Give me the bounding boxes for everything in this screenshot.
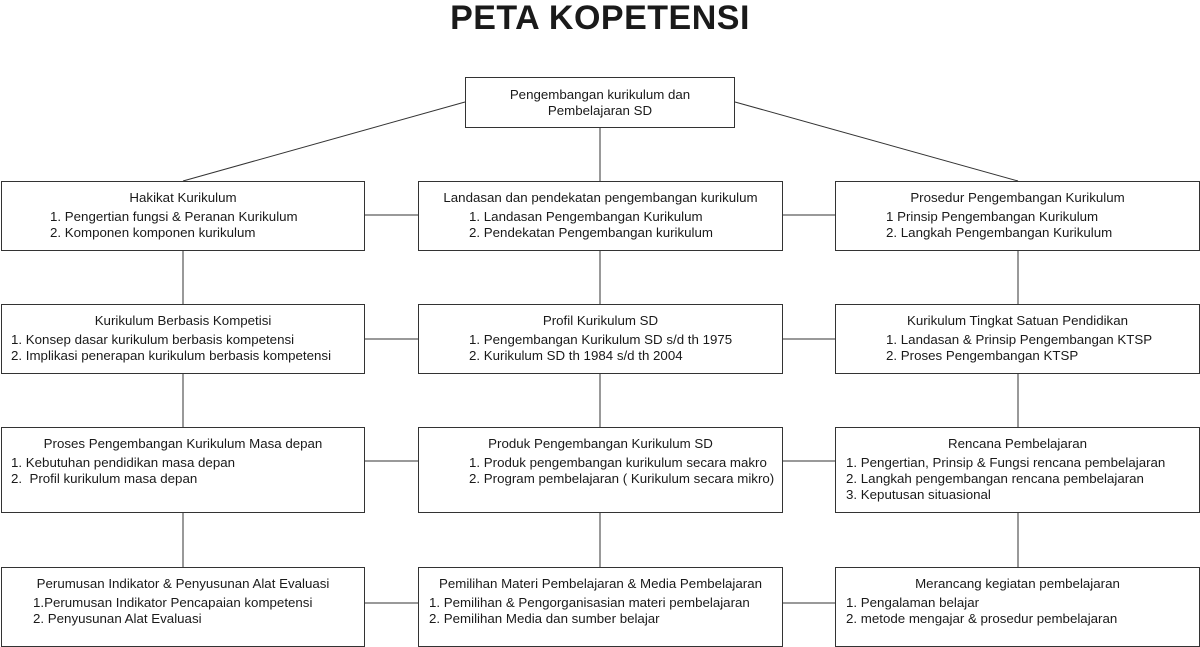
- node-heading: Perumusan Indikator & Penyusunan Alat Ev…: [36, 576, 330, 591]
- node-item: 2. Implikasi penerapan kurikulum berbasi…: [11, 348, 332, 363]
- node-rencana-pembelajaran: Rencana Pembelajaran 1. Pengertian, Prin…: [835, 427, 1200, 513]
- page-title: PETA KOPETENSI: [450, 0, 750, 37]
- node-item-list: 1. Pengertian fungsi & Peranan Kurikulum…: [2, 209, 364, 241]
- node-item: 2. Program pembelajaran ( Kurikulum seca…: [469, 471, 775, 486]
- node-item: 1. Produk pengembangan kurikulum secara …: [469, 455, 767, 470]
- node-item: 1. Landasan Pengembangan Kurikulum: [469, 209, 703, 224]
- node-landasan-pendekatan: Landasan dan pendekatan pengembangan kur…: [418, 181, 783, 251]
- node-item: 2. metode mengajar & prosedur pembelajar…: [846, 611, 1118, 626]
- node-item: 2. Penyusunan Alat Evaluasi: [33, 611, 202, 626]
- node-item: 2. Pendekatan Pengembangan kurikulum: [469, 225, 713, 240]
- node-heading: Prosedur Pengembangan Kurikulum: [910, 190, 1125, 205]
- node-item-list: 1. Pengalaman belajar 2. metode mengajar…: [836, 595, 1199, 627]
- connector-lines: [182, 101, 1019, 604]
- root-label-line1: Pengembangan kurikulum dan: [509, 87, 691, 102]
- node-item-list: 1. Kebutuhan pendidikan masa depan 2. Pr…: [2, 455, 364, 487]
- node-item: 2. Profil kurikulum masa depan: [11, 471, 198, 486]
- node-item: 1. Pengembangan Kurikulum SD s/d th 1975: [469, 332, 733, 347]
- node-heading: Rencana Pembelajaran: [948, 436, 1087, 451]
- node-item: 1. Kebutuhan pendidikan masa depan: [11, 455, 236, 470]
- node-heading: Kurikulum Tingkat Satuan Pendidikan: [906, 313, 1128, 328]
- node-heading: Pemilihan Materi Pembelajaran & Media Pe…: [439, 576, 762, 591]
- node-item: 1. Pengertian fungsi & Peranan Kurikulum: [50, 209, 298, 224]
- node-heading: Profil Kurikulum SD: [542, 313, 659, 328]
- node-item: 3. Keputusan situasional: [846, 487, 991, 502]
- node-heading: Kurikulum Berbasis Kompetisi: [94, 313, 272, 328]
- node-item: 1. Pemilihan & Pengorganisasian materi p…: [429, 595, 750, 610]
- node-pemilihan-materi: Pemilihan Materi Pembelajaran & Media Pe…: [418, 567, 783, 647]
- node-item-list: 1. Landasan Pengembangan Kurikulum 2. Pe…: [419, 209, 782, 241]
- root-node: Pengembangan kurikulum dan Pembelajaran …: [465, 77, 735, 128]
- node-proses-masa-depan: Proses Pengembangan Kurikulum Masa depan…: [1, 427, 365, 513]
- node-item: 2. Langkah Pengembangan Kurikulum: [886, 225, 1113, 240]
- node-item: 2. Proses Pengembangan KTSP: [886, 348, 1079, 363]
- node-item: 2. Komponen komponen kurikulum: [50, 225, 256, 240]
- node-item-list: 1. Landasan & Prinsip Pengembangan KTSP …: [836, 332, 1199, 364]
- node-item-list: 1. Produk pengembangan kurikulum secara …: [419, 455, 782, 487]
- node-item: 2. Kurikulum SD th 1984 s/d th 2004: [469, 348, 683, 363]
- node-item: 1. Pengalaman belajar: [846, 595, 980, 610]
- node-item: 2. Langkah pengembangan rencana pembelaj…: [846, 471, 1144, 486]
- node-ktsp: Kurikulum Tingkat Satuan Pendidikan 1. L…: [835, 304, 1200, 374]
- node-produk-pengembangan: Produk Pengembangan Kurikulum SD 1. Prod…: [418, 427, 783, 513]
- node-item-list: 1. Pengembangan Kurikulum SD s/d th 1975…: [419, 332, 782, 364]
- node-merancang-kegiatan: Merancang kegiatan pembelajaran 1. Penga…: [835, 567, 1200, 647]
- node-item-list: 1.Perumusan Indikator Pencapaian kompete…: [2, 595, 364, 627]
- node-hakikat-kurikulum: Hakikat Kurikulum 1. Pengertian fungsi &…: [1, 181, 365, 251]
- node-item-list: 1 Prinsip Pengembangan Kurikulum 2. Lang…: [836, 209, 1199, 241]
- node-heading: Proses Pengembangan Kurikulum Masa depan: [43, 436, 323, 451]
- node-prosedur-pengembangan: Prosedur Pengembangan Kurikulum 1 Prinsi…: [835, 181, 1200, 251]
- node-item: 1. Pengertian, Prinsip & Fungsi rencana …: [846, 455, 1166, 470]
- node-profil-kurikulum: Profil Kurikulum SD 1. Pengembangan Kuri…: [418, 304, 783, 374]
- node-heading: Landasan dan pendekatan pengembangan kur…: [443, 190, 758, 205]
- node-item: 2. Pemilihan Media dan sumber belajar: [429, 611, 660, 626]
- node-item-list: 1. Pemilihan & Pengorganisasian materi p…: [419, 595, 782, 627]
- node-item: 1 Prinsip Pengembangan Kurikulum: [886, 209, 1099, 224]
- node-item: 1. Konsep dasar kurikulum berbasis kompe…: [11, 332, 295, 347]
- node-item-list: 1. Konsep dasar kurikulum berbasis kompe…: [2, 332, 364, 364]
- node-item: 1. Landasan & Prinsip Pengembangan KTSP: [886, 332, 1153, 347]
- node-item: 1.Perumusan Indikator Pencapaian kompete…: [33, 595, 313, 610]
- node-perumusan-indikator: Perumusan Indikator & Penyusunan Alat Ev…: [1, 567, 365, 647]
- node-kurikulum-berbasis-kompetisi: Kurikulum Berbasis Kompetisi 1. Konsep d…: [1, 304, 365, 374]
- root-label-line2: Pembelajaran SD: [547, 103, 653, 118]
- node-item-list: 1. Pengertian, Prinsip & Fungsi rencana …: [836, 455, 1199, 503]
- node-heading: Hakikat Kurikulum: [129, 190, 237, 205]
- node-heading: Merancang kegiatan pembelajaran: [915, 576, 1120, 591]
- node-heading: Produk Pengembangan Kurikulum SD: [488, 436, 713, 451]
